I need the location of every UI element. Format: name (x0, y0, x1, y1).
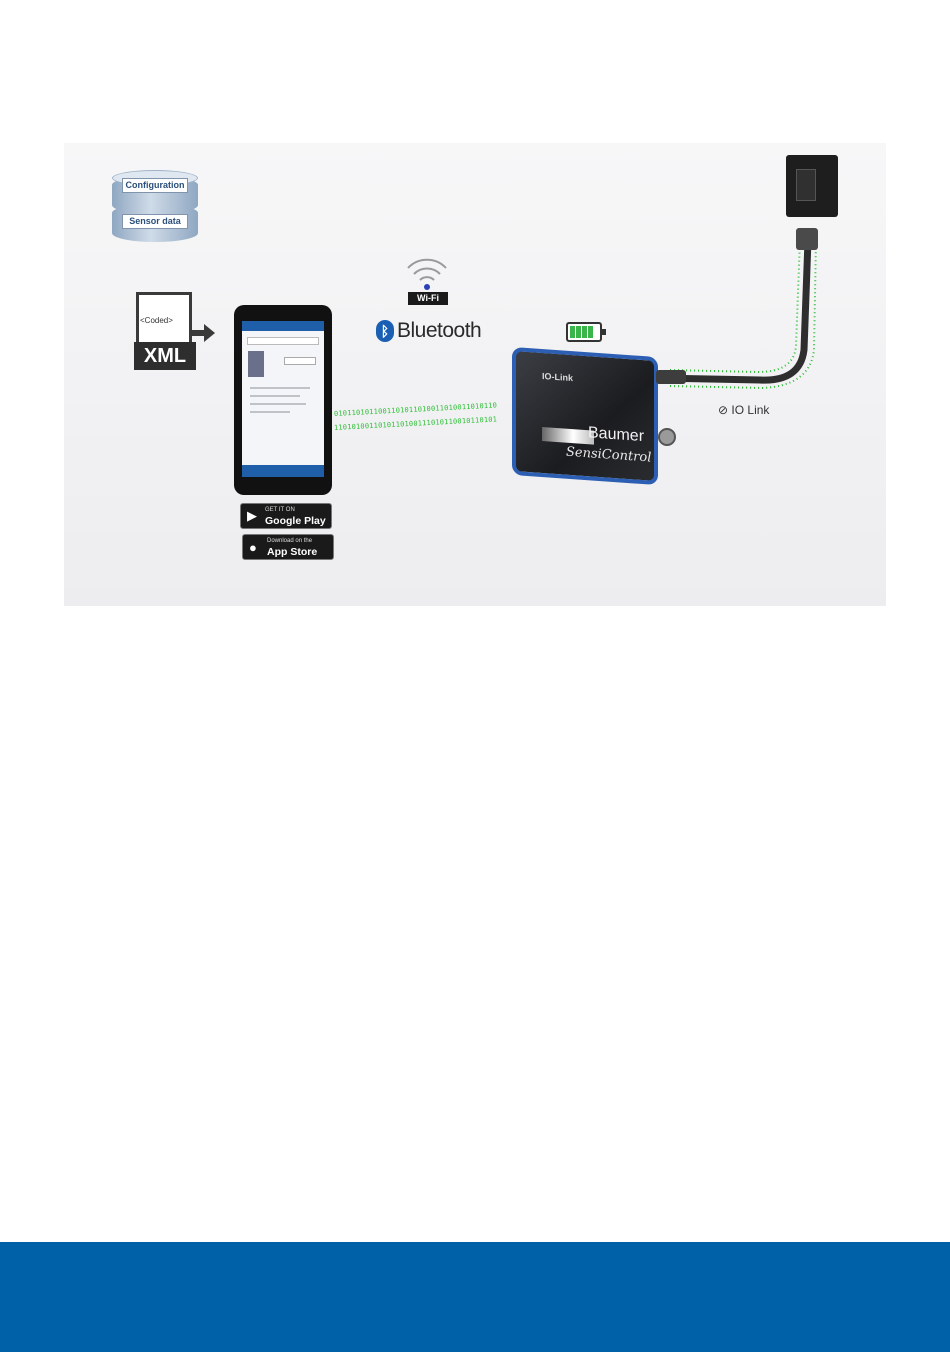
app-search-field (247, 337, 319, 345)
device-connector (656, 370, 686, 384)
device-iolink-text: IO-Link (542, 371, 573, 383)
battery-cell (588, 326, 593, 338)
app-header-bar (242, 321, 324, 331)
smartphone (234, 305, 332, 495)
iolink-label-text: IO Link (731, 403, 769, 417)
battery-cell (582, 326, 587, 338)
sensor-device (786, 155, 838, 217)
xml-label: XML (134, 342, 196, 370)
bluetooth-icon: ᛒ (376, 320, 394, 342)
database-label-top: Configuration (122, 178, 188, 193)
phone-screen (242, 321, 324, 477)
database-icon: Configuration Sensor data (112, 152, 198, 244)
iolink-label: ⊘ IO Link (718, 403, 769, 417)
app-button (284, 357, 316, 365)
sensicontrol-device: IO-Link Baumer SensiControl (512, 347, 658, 485)
battery-cell (576, 326, 581, 338)
bluetooth-label: Bluetooth (397, 319, 481, 343)
battery-icon (566, 322, 602, 342)
app-text-line (250, 387, 310, 389)
google-play-icon: ▶ (247, 508, 261, 524)
app-device-image (248, 351, 264, 377)
iolink-icon: ⊘ (718, 403, 728, 417)
footer-bar (0, 1242, 950, 1352)
xml-arrow-head (204, 324, 215, 342)
device-brand: Baumer (588, 424, 644, 446)
app-text-line (250, 395, 300, 397)
battery-cell (570, 326, 575, 338)
database-label-bottom: Sensor data (122, 214, 188, 229)
bluetooth-logo: ᛒ Bluetooth (376, 318, 481, 344)
apple-icon: ● (249, 540, 263, 555)
app-nav-bar (242, 465, 324, 477)
sensor-lens (796, 169, 816, 201)
xml-code-text: <Coded> (140, 316, 173, 325)
device-model: SensiControl (566, 445, 651, 466)
wifi-label: Wi-Fi (408, 292, 448, 305)
battery-terminal (602, 329, 606, 335)
device-port (658, 428, 676, 446)
google-play-text: Google Play (265, 515, 326, 527)
xml-file-icon: <Coded> XML (132, 290, 216, 374)
app-text-line (250, 411, 290, 413)
wifi-icon: Wi-Fi (402, 254, 452, 306)
device-stripe (542, 427, 594, 445)
wifi-waves-icon (402, 254, 452, 292)
app-store-text: App Store (267, 546, 317, 558)
app-text-line (250, 403, 306, 405)
